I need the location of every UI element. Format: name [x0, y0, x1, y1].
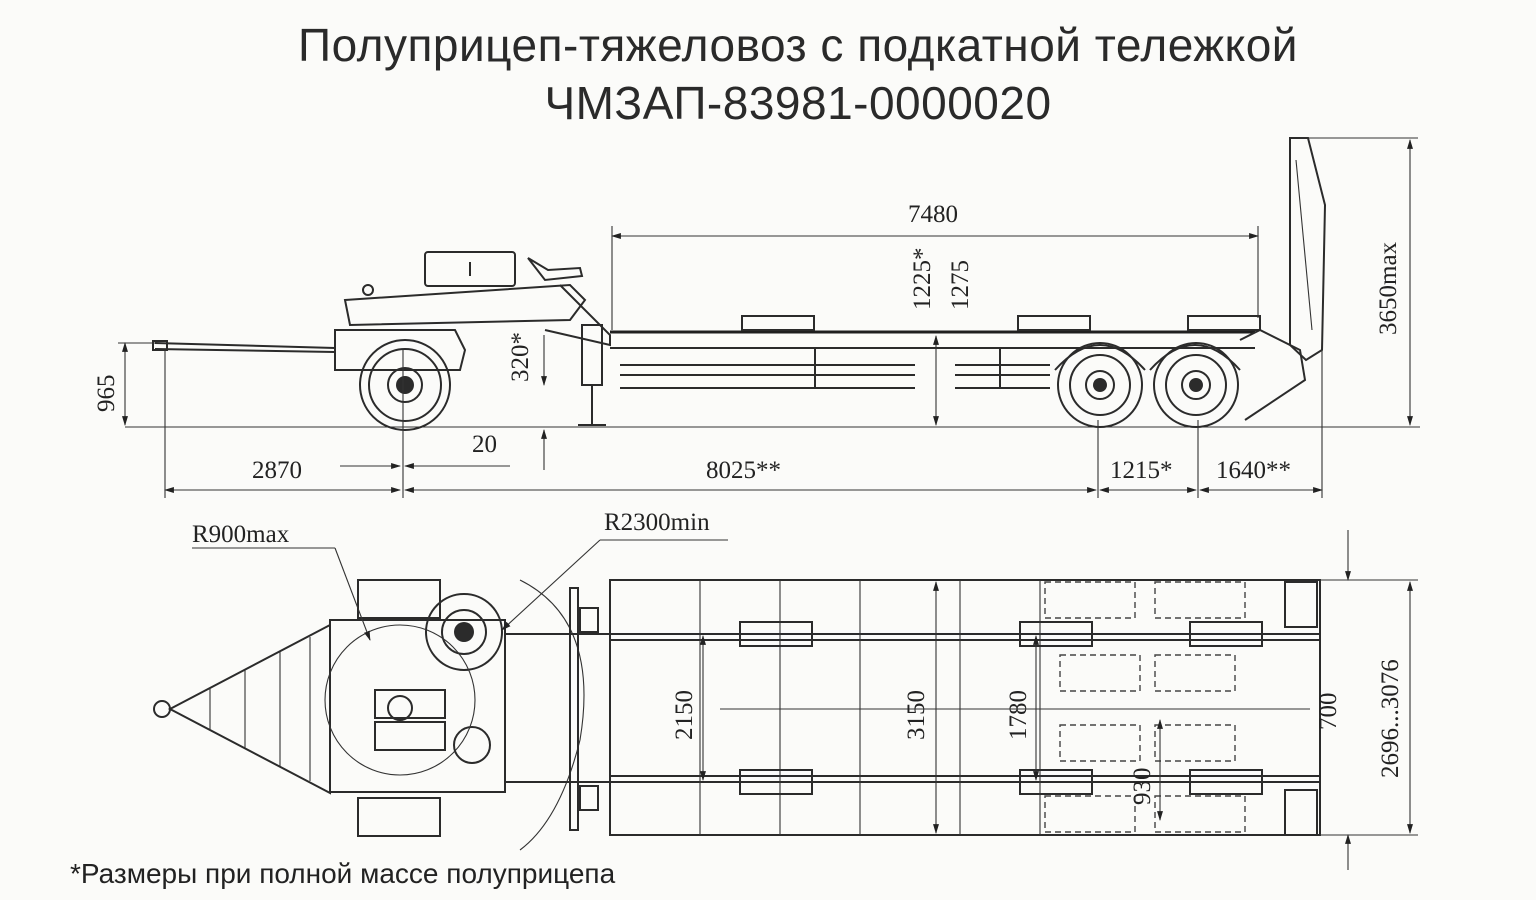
rear-wheel-1	[1057, 342, 1143, 428]
dim-axle-spacing: 1215*	[1110, 457, 1173, 484]
top-view: R900max R2300min 2150 3150 1780 930 700 …	[153, 509, 1418, 870]
dim-ramp-span: 2696...3076	[1377, 659, 1404, 778]
dim-dolly-gap: 320*	[507, 332, 534, 382]
dim-frame-width: 2150	[671, 690, 698, 740]
frame-top	[505, 579, 1321, 836]
top-dimensions	[192, 530, 1418, 870]
dolly	[334, 251, 587, 431]
dim-dolly-length: 2870	[252, 457, 302, 484]
deck-block	[1017, 315, 1091, 331]
page-title: Полуприцеп-тяжеловоз с подкатной тележко…	[298, 19, 1298, 71]
gooseneck-handle	[527, 257, 584, 282]
trailer-frame	[544, 284, 1261, 426]
dim-turn-radius: R2300min	[604, 509, 710, 536]
dolly-wheel	[359, 339, 451, 431]
dim-ramp-gap: 930	[1129, 768, 1156, 806]
dim-deck-height: 1275	[947, 260, 974, 310]
side-view: 7480 1225* 1275 3650max 965 320* 20 2870…	[93, 137, 1420, 498]
dim-inner-width: 1780	[1005, 690, 1032, 740]
dim-overall-height: 3650max	[1375, 241, 1402, 335]
platform-outline	[609, 579, 1321, 836]
dolly-wheel-top	[357, 579, 441, 619]
dim-deck-height-loaded: 1225*	[909, 248, 936, 311]
dim-platform-length: 7480	[908, 201, 958, 228]
support-leg	[581, 324, 603, 386]
drawbar-top	[153, 623, 331, 795]
ramp-top	[1284, 789, 1318, 836]
model-code: ЧМЗАП-83981-0000020	[544, 77, 1052, 129]
dim-ramp-width: 700	[1315, 693, 1342, 731]
dim-rear-overhang: 1640**	[1216, 457, 1291, 484]
rear-axles	[1054, 328, 1307, 428]
dim-platform-width: 3150	[903, 690, 930, 740]
side-dimensions	[118, 137, 1418, 498]
rear-wheel-2	[1153, 342, 1239, 428]
drawbar	[152, 340, 336, 353]
tank	[424, 251, 516, 287]
dim-offset: 20	[472, 431, 497, 458]
dim-dolly-radius: R900max	[192, 521, 290, 548]
deck-block	[741, 315, 815, 331]
footnote: *Размеры при полной массе полуприцепа	[70, 858, 616, 889]
dolly-wheel-top	[357, 797, 441, 837]
dolly-top	[324, 579, 585, 851]
dim-hitch-height: 965	[93, 375, 120, 413]
spare-wheel	[425, 593, 503, 671]
loading-ramp	[1289, 137, 1327, 362]
dim-wheelbase: 8025**	[706, 457, 781, 484]
deck-block	[1187, 315, 1261, 331]
ramp-top	[1284, 581, 1318, 628]
